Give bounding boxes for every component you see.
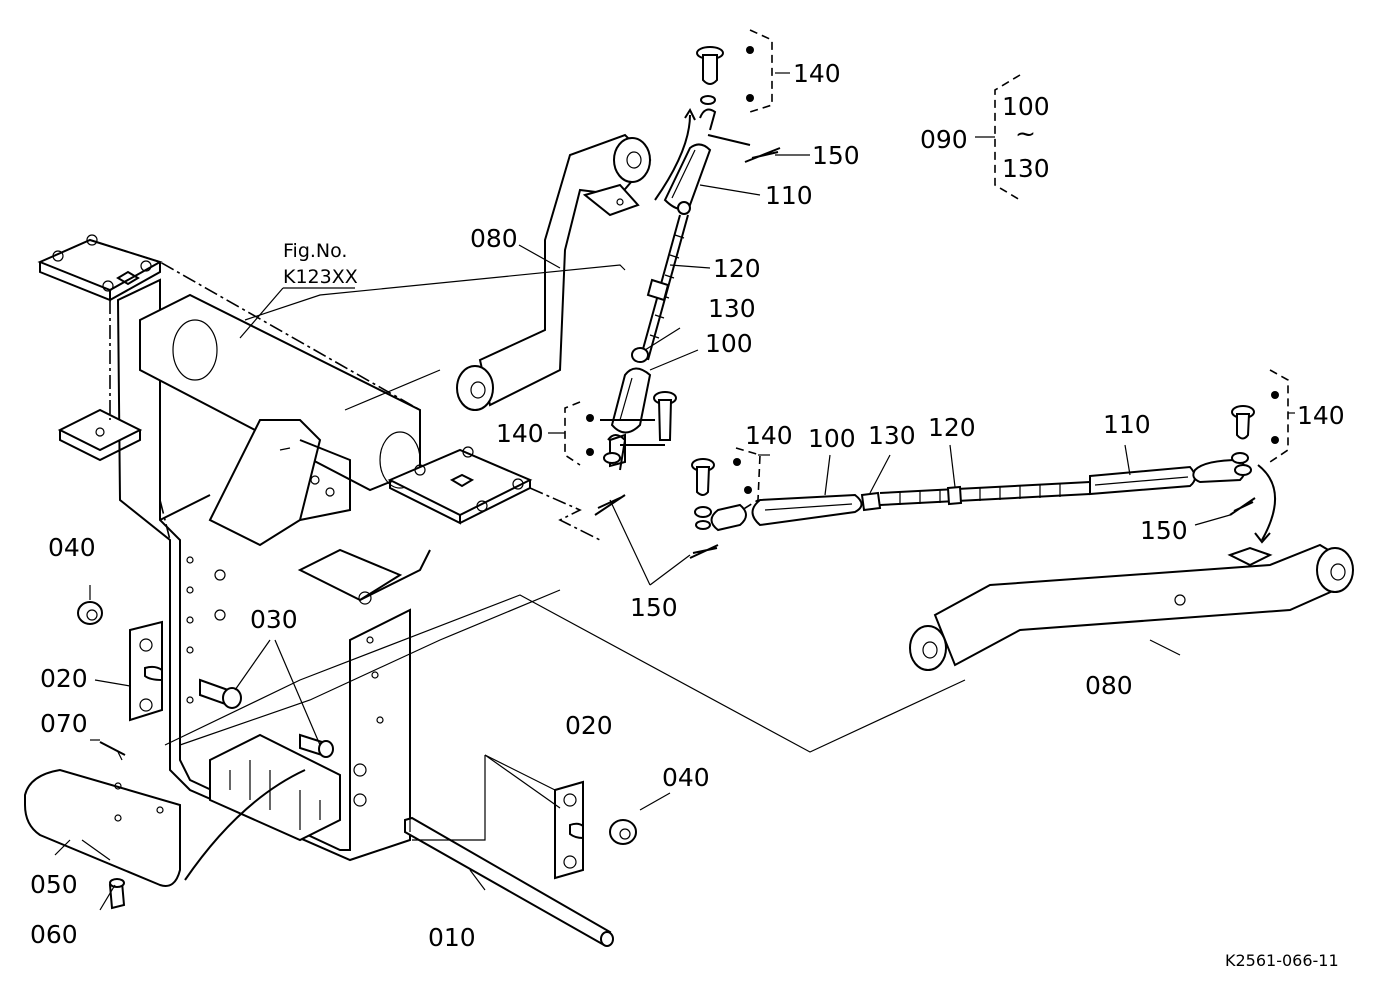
label-020-left: 020 xyxy=(40,664,88,693)
label-090: 090 xyxy=(920,125,968,154)
label-050: 050 xyxy=(30,870,78,899)
label-120-mid: 120 xyxy=(928,413,976,442)
label-080-right: 080 xyxy=(1085,671,1133,700)
turnbuckle-lower xyxy=(710,458,1246,532)
label-range-symbol: ~ xyxy=(1015,119,1036,148)
label-110-top: 110 xyxy=(765,181,813,210)
label-130-top: 130 xyxy=(708,294,756,323)
group-brackets xyxy=(564,29,1289,511)
plate-020-right xyxy=(554,780,584,880)
label-010: 010 xyxy=(428,923,476,952)
label-150-right: 150 xyxy=(1140,516,1188,545)
label-150-top: 150 xyxy=(812,141,860,170)
label-140-top: 140 xyxy=(793,59,841,88)
reference-outline xyxy=(164,264,966,841)
label-140-right: 140 xyxy=(1297,401,1345,430)
fig-no-code: K123XX xyxy=(283,266,358,288)
label-040-left: 040 xyxy=(48,533,96,562)
drawing-code: K2561-066-11 xyxy=(1225,951,1339,970)
label-020-right: 020 xyxy=(565,711,613,740)
clip-150-set xyxy=(594,147,1256,559)
drawbar-frame xyxy=(37,234,601,862)
label-150-mid: 150 xyxy=(630,593,678,622)
lift-arm-080-upper xyxy=(456,107,696,411)
pin-140-top xyxy=(696,46,754,146)
label-100-mid: 100 xyxy=(808,424,856,453)
lift-arm-080-lower xyxy=(909,464,1354,671)
label-060: 060 xyxy=(30,920,78,949)
hitch-pin-010 xyxy=(404,816,614,947)
label-range-end: 130 xyxy=(1002,154,1050,183)
pin-140-left xyxy=(586,391,677,471)
label-070: 070 xyxy=(40,709,88,738)
label-140-left: 140 xyxy=(496,419,544,448)
label-130-mid: 130 xyxy=(868,421,916,450)
pin-140-mid xyxy=(691,458,752,530)
fig-no-label: Fig.No. xyxy=(283,240,347,262)
pin-070 xyxy=(99,741,126,761)
nut-040-right xyxy=(609,819,637,845)
label-120-top: 120 xyxy=(713,254,761,283)
label-080-top: 080 xyxy=(470,224,518,253)
bolt-030 xyxy=(199,678,334,758)
label-110-right: 110 xyxy=(1103,410,1151,439)
label-range-start: 100 xyxy=(1002,92,1050,121)
guard-plate-050 xyxy=(24,768,306,887)
nut-040-left xyxy=(77,601,103,625)
leader-lines xyxy=(54,72,1295,911)
part-labels: Fig.No. K123XX 090 100 ~ 130 140 150 110… xyxy=(30,59,1345,970)
label-140-mid: 140 xyxy=(745,421,793,450)
plate-020-left xyxy=(129,620,163,722)
bolt-060 xyxy=(108,878,126,910)
label-030: 030 xyxy=(250,605,298,634)
label-100-top: 100 xyxy=(705,329,753,358)
label-040-right: 040 xyxy=(662,763,710,792)
pin-140-right xyxy=(1231,391,1279,476)
